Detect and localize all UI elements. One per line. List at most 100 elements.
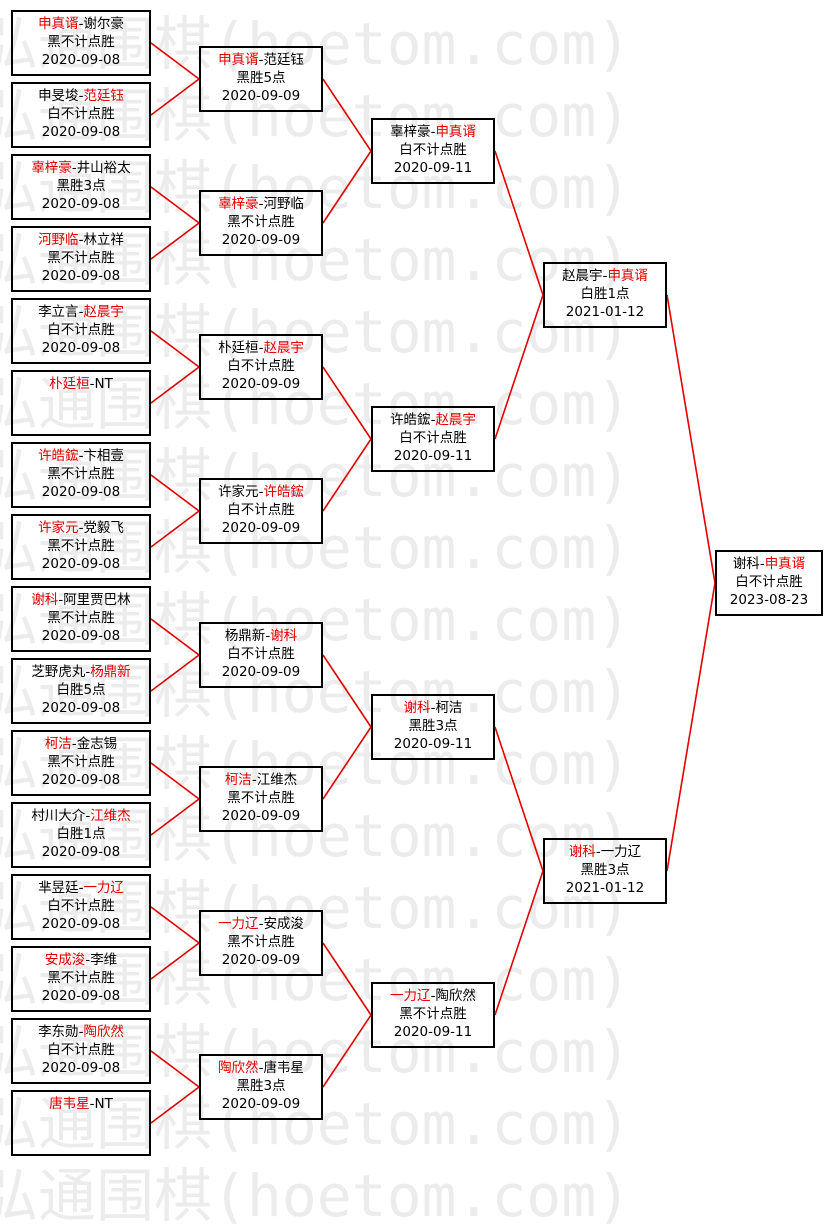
player-separator: -	[78, 232, 84, 248]
match-result: 黑不计点胜	[47, 970, 115, 986]
match-date: 2020-09-08	[41, 484, 121, 500]
player-separator: -	[78, 88, 84, 104]
player-black: 安成浚	[44, 952, 86, 968]
match-result: 黑不计点胜	[47, 754, 115, 770]
player-black: 谢科	[403, 700, 431, 716]
match-players: 辜梓豪-申真谞	[373, 123, 493, 141]
player-white: 林立祥	[83, 232, 124, 248]
bracket-connector	[494, 150, 544, 296]
match-result: 白不计点胜	[47, 898, 115, 914]
match-date: 2020-09-08	[41, 52, 121, 68]
player-white: 范廷钰	[263, 52, 304, 68]
player-white: 赵晨宇	[435, 412, 476, 428]
bracket-connector	[150, 42, 200, 80]
match-result: 黑不计点胜	[47, 538, 115, 554]
match-result: 黑不计点胜	[227, 934, 295, 950]
match-result: 黑不计点胜	[47, 34, 115, 50]
player-separator: -	[78, 1024, 84, 1040]
player-black: 芈昱廷	[38, 880, 79, 896]
player-black: 李东勋	[38, 1024, 79, 1040]
player-separator: -	[430, 124, 436, 140]
match-players: 申旻埈-范廷钰	[13, 87, 149, 105]
player-separator: -	[430, 700, 436, 716]
player-white: 李维	[90, 952, 118, 968]
player-black: 柯洁	[44, 736, 72, 752]
match-result: 白不计点胜	[399, 430, 467, 446]
player-separator: -	[71, 160, 77, 176]
player-black: 谢科	[31, 592, 59, 608]
match-players: 柯洁-金志锡	[13, 735, 149, 753]
player-white: 申真谞	[435, 124, 476, 140]
bracket-connector	[494, 870, 544, 1016]
bracket-connector	[150, 1086, 200, 1124]
player-black: 许皓鋐	[390, 412, 431, 428]
match-result: 白不计点胜	[227, 502, 295, 518]
match-date: 2020-09-09	[221, 952, 301, 968]
match-result: 黑不计点胜	[227, 790, 295, 806]
match-date: 2020-09-11	[393, 448, 473, 464]
player-white: 赵晨宇	[83, 304, 124, 320]
player-white: 一力辽	[600, 844, 642, 860]
bracket-connector	[322, 654, 372, 728]
bracket-connector	[150, 78, 200, 116]
match-date: 2020-09-08	[41, 268, 121, 284]
player-white: NT	[94, 1096, 113, 1112]
match-result: 白胜5点	[56, 682, 106, 698]
player-black: 许皓鋐	[38, 448, 79, 464]
match-date: 2021-01-12	[565, 304, 645, 320]
bracket-connector	[150, 906, 200, 944]
player-separator: -	[85, 664, 91, 680]
player-separator: -	[430, 988, 436, 1004]
match-result: 白不计点胜	[227, 358, 295, 374]
player-white: 金志锡	[76, 736, 118, 752]
player-separator: -	[258, 484, 264, 500]
player-separator: -	[602, 268, 608, 284]
match-players: 村川大介-江维杰	[13, 807, 149, 825]
player-white: 卞相壹	[83, 448, 124, 464]
player-white: 许皓鋐	[263, 484, 304, 500]
bracket-connector	[322, 1014, 372, 1088]
match-players: 谢科-柯洁	[373, 699, 493, 717]
match-date	[13, 411, 149, 429]
player-separator: -	[258, 52, 264, 68]
bracket-connector	[322, 726, 372, 800]
match-players: 芈昱廷-一力辽	[13, 879, 149, 897]
player-separator: -	[85, 952, 91, 968]
bracket-connector	[150, 366, 200, 404]
player-black: 唐韦星	[49, 1096, 90, 1112]
watermark-line: 弘通围棋(hoetom.com)	[0, 1162, 632, 1230]
match-date: 2020-09-08	[41, 196, 121, 212]
match-date: 2020-09-08	[41, 916, 121, 932]
match-result: 黑不计点胜	[227, 214, 295, 230]
match-result	[13, 1113, 149, 1131]
player-black: 陶欣然	[218, 1060, 259, 1076]
match-players: 申真谞-范廷钰	[201, 51, 321, 69]
player-black: 申真谞	[218, 52, 259, 68]
player-white: 党毅飞	[83, 520, 124, 536]
match-result: 白不计点胜	[735, 574, 803, 590]
player-white: 一力辽	[83, 880, 124, 896]
player-white: 谢尔豪	[83, 16, 124, 32]
player-separator: -	[78, 16, 84, 32]
player-separator: -	[89, 376, 95, 392]
bracket-connector	[322, 150, 372, 224]
match-date: 2020-09-08	[41, 700, 121, 716]
player-black: 赵晨宇	[562, 268, 603, 284]
bracket-connector	[322, 78, 372, 152]
match-result: 黑不计点胜	[47, 610, 115, 626]
player-separator: -	[258, 1060, 264, 1076]
match-date: 2020-09-09	[221, 1096, 301, 1112]
match-date: 2020-09-08	[41, 340, 121, 356]
